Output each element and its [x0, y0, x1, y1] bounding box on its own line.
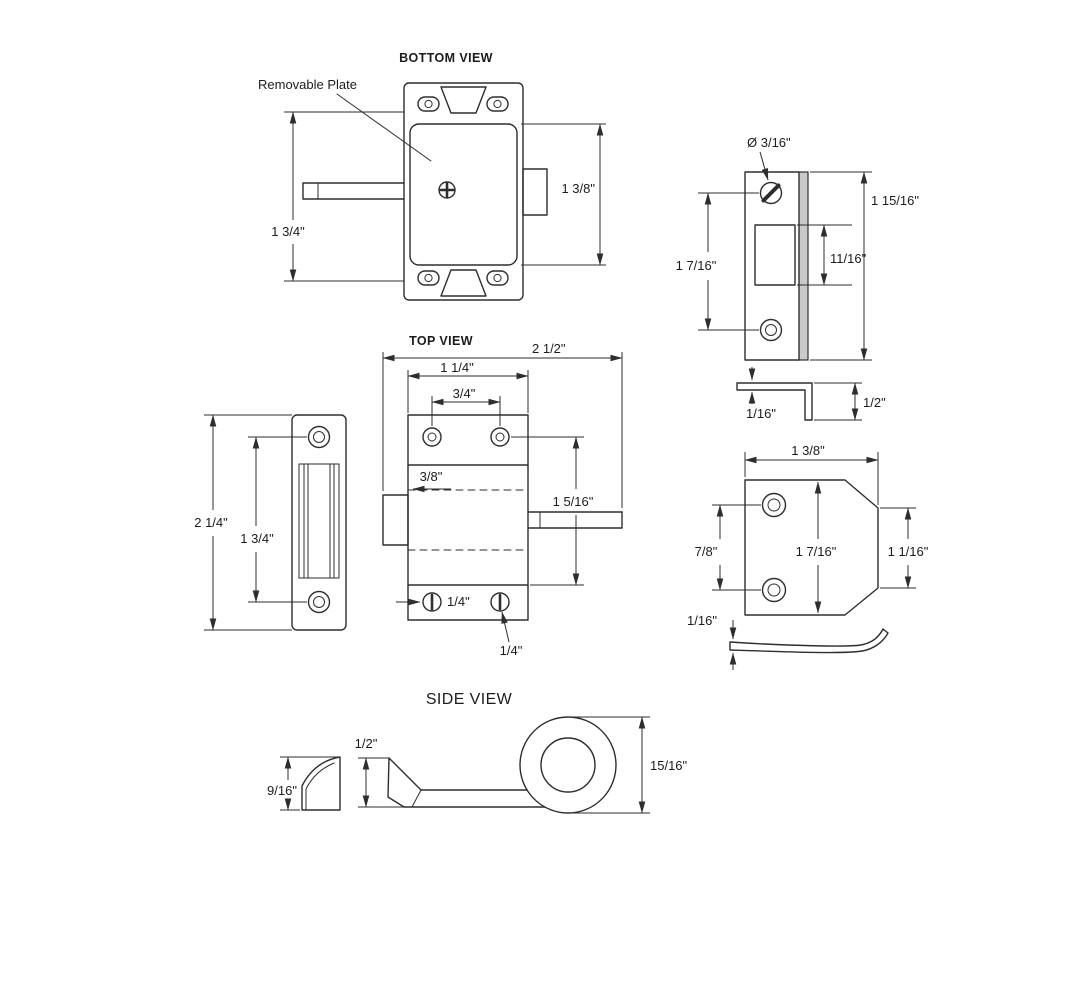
- side-view: SIDE VIEW 9/16" 1/2" 15/16": [267, 691, 688, 814]
- dim-overall-height: 2 1/4": [194, 414, 292, 631]
- dim-height: 1 7/16": [796, 481, 837, 614]
- dim-plate-thickness: 1/16": [687, 613, 737, 670]
- catch-block-outline: [744, 479, 879, 616]
- dim-width: 1 3/8": [744, 443, 879, 505]
- dim-plate-height: 1 3/8": [521, 123, 606, 266]
- dim-text: 1/16": [687, 613, 717, 628]
- corner-slot: [486, 270, 509, 286]
- strike-angle-profile: [736, 382, 813, 421]
- screw-slot: [761, 183, 781, 203]
- dim-text: 1 3/8": [791, 443, 825, 458]
- strike-plate-view: Ø 3/16" 1 15/16" 11/16" 1 7/16" 1/16": [676, 135, 920, 421]
- screw-hole-bottom: [307, 590, 331, 614]
- keeper-plate-view: 2 1/4" 1 3/4": [194, 414, 347, 631]
- dim-hole-diameter-left: 1/4": [396, 594, 470, 609]
- dim-wedge-height: 9/16": [267, 756, 338, 811]
- dim-nose-height: 1/2": [355, 736, 404, 808]
- screw-hole-top: [761, 492, 787, 518]
- bottom-boss: [440, 269, 487, 297]
- dim-text: 1/4": [447, 594, 470, 609]
- removable-plate: [409, 123, 518, 266]
- strike-plate-face: [744, 171, 800, 361]
- dim-hole-spacing: 1 7/16": [676, 192, 759, 331]
- dim-text: 2 1/4": [194, 515, 228, 530]
- dim-opening-height: 11/16": [797, 224, 867, 286]
- dim-text: 1 5/16": [553, 494, 594, 509]
- dim-hole-diameter-bottom: 1/4": [500, 611, 523, 658]
- screw-hole-bottom: [759, 318, 783, 342]
- ring-outer: [519, 716, 617, 814]
- dim-text: 1 7/16": [796, 544, 837, 559]
- dim-text: 15/16": [650, 758, 688, 773]
- dim-hole-spacing: 3/4": [431, 386, 501, 426]
- dim-hole-spacing: 1 3/4": [240, 436, 307, 603]
- dim-text: 1 15/16": [871, 193, 919, 208]
- dim-text: 1 7/16": [676, 258, 717, 273]
- keeper-plate-outline: [291, 414, 347, 631]
- top-boss: [440, 86, 487, 114]
- keeper-channel: [298, 463, 340, 579]
- bottom-view: BOTTOM VIEW Removable Plate 1 3/8": [258, 51, 606, 301]
- corner-slot: [486, 96, 509, 112]
- screw-hole: [490, 592, 510, 612]
- dim-text: 1/2": [355, 736, 378, 751]
- dim-text: 3/4": [453, 386, 476, 401]
- strike-lip: [382, 494, 409, 546]
- dim-text: 1 1/4": [440, 360, 474, 375]
- bottom-view-title: BOTTOM VIEW: [399, 51, 493, 65]
- dim-text: 1/4": [500, 643, 523, 658]
- top-view-title: TOP VIEW: [409, 334, 473, 348]
- dim-hole-spacing: 7/8": [695, 504, 761, 591]
- dim-text: 7/8": [695, 544, 718, 559]
- callout-leader-line: [336, 93, 432, 162]
- dim-text: 11/16": [830, 251, 867, 266]
- dim-text: 1 3/4": [240, 531, 274, 546]
- dim-text: 2 1/2": [532, 341, 566, 356]
- side-tab: [522, 168, 548, 216]
- screw-hole-top: [307, 425, 331, 449]
- thin-plate-profile: [729, 628, 889, 654]
- phillips-screw-icon: [438, 181, 456, 199]
- dim-text: 9/16": [267, 783, 297, 798]
- dim-thickness: 1/16": [746, 367, 776, 421]
- screw-hole: [422, 592, 442, 612]
- mount-plate-outline: [403, 82, 524, 301]
- dim-body-depth: 1 5/16": [511, 436, 594, 586]
- dim-lip: 3/8": [412, 469, 451, 493]
- nose-tip: [387, 757, 422, 808]
- removable-plate-callout: Removable Plate: [258, 77, 357, 92]
- screw-hole-bottom: [761, 577, 787, 603]
- catch-block-view: 1 3/8" 7/8" 1 7/16" 1 1/16" 1/16": [687, 443, 929, 670]
- dim-text: 1/16": [746, 406, 776, 421]
- dim-text: 1/2": [863, 395, 886, 410]
- dim-hole-diameter: Ø 3/16": [747, 135, 791, 181]
- wedge-block: [301, 756, 341, 811]
- corner-slot: [417, 270, 440, 286]
- dim-lip-height: 1/2": [814, 382, 886, 421]
- screw-hole: [422, 427, 442, 447]
- dim-overall-length: 2 1/2": [382, 341, 623, 508]
- dim-text: 1 3/8": [561, 181, 595, 196]
- dim-text: 1 3/4": [271, 224, 305, 239]
- latch-body: [407, 414, 529, 621]
- dim-mount-span: 1 3/4": [271, 111, 404, 282]
- dim-body-width: 1 1/4": [407, 360, 529, 413]
- top-view: TOP VIEW 2 1/2" 1 1/4": [382, 334, 623, 658]
- screw-hole-top: [759, 181, 783, 205]
- side-view-title: SIDE VIEW: [426, 691, 513, 708]
- dim-ring-diameter: 15/16": [570, 716, 688, 814]
- screw-hole: [490, 427, 510, 447]
- latch-opening: [754, 224, 796, 286]
- ring-inner: [540, 737, 596, 793]
- latch-bolt: [302, 182, 405, 200]
- dim-text: Ø 3/16": [747, 135, 791, 150]
- dim-text: 1 1/16": [888, 544, 929, 559]
- dim-edge-height: 1 1/16": [880, 507, 929, 589]
- dim-text: 3/8": [420, 469, 443, 484]
- corner-slot: [417, 96, 440, 112]
- dim-overall-height: 1 15/16": [810, 171, 919, 361]
